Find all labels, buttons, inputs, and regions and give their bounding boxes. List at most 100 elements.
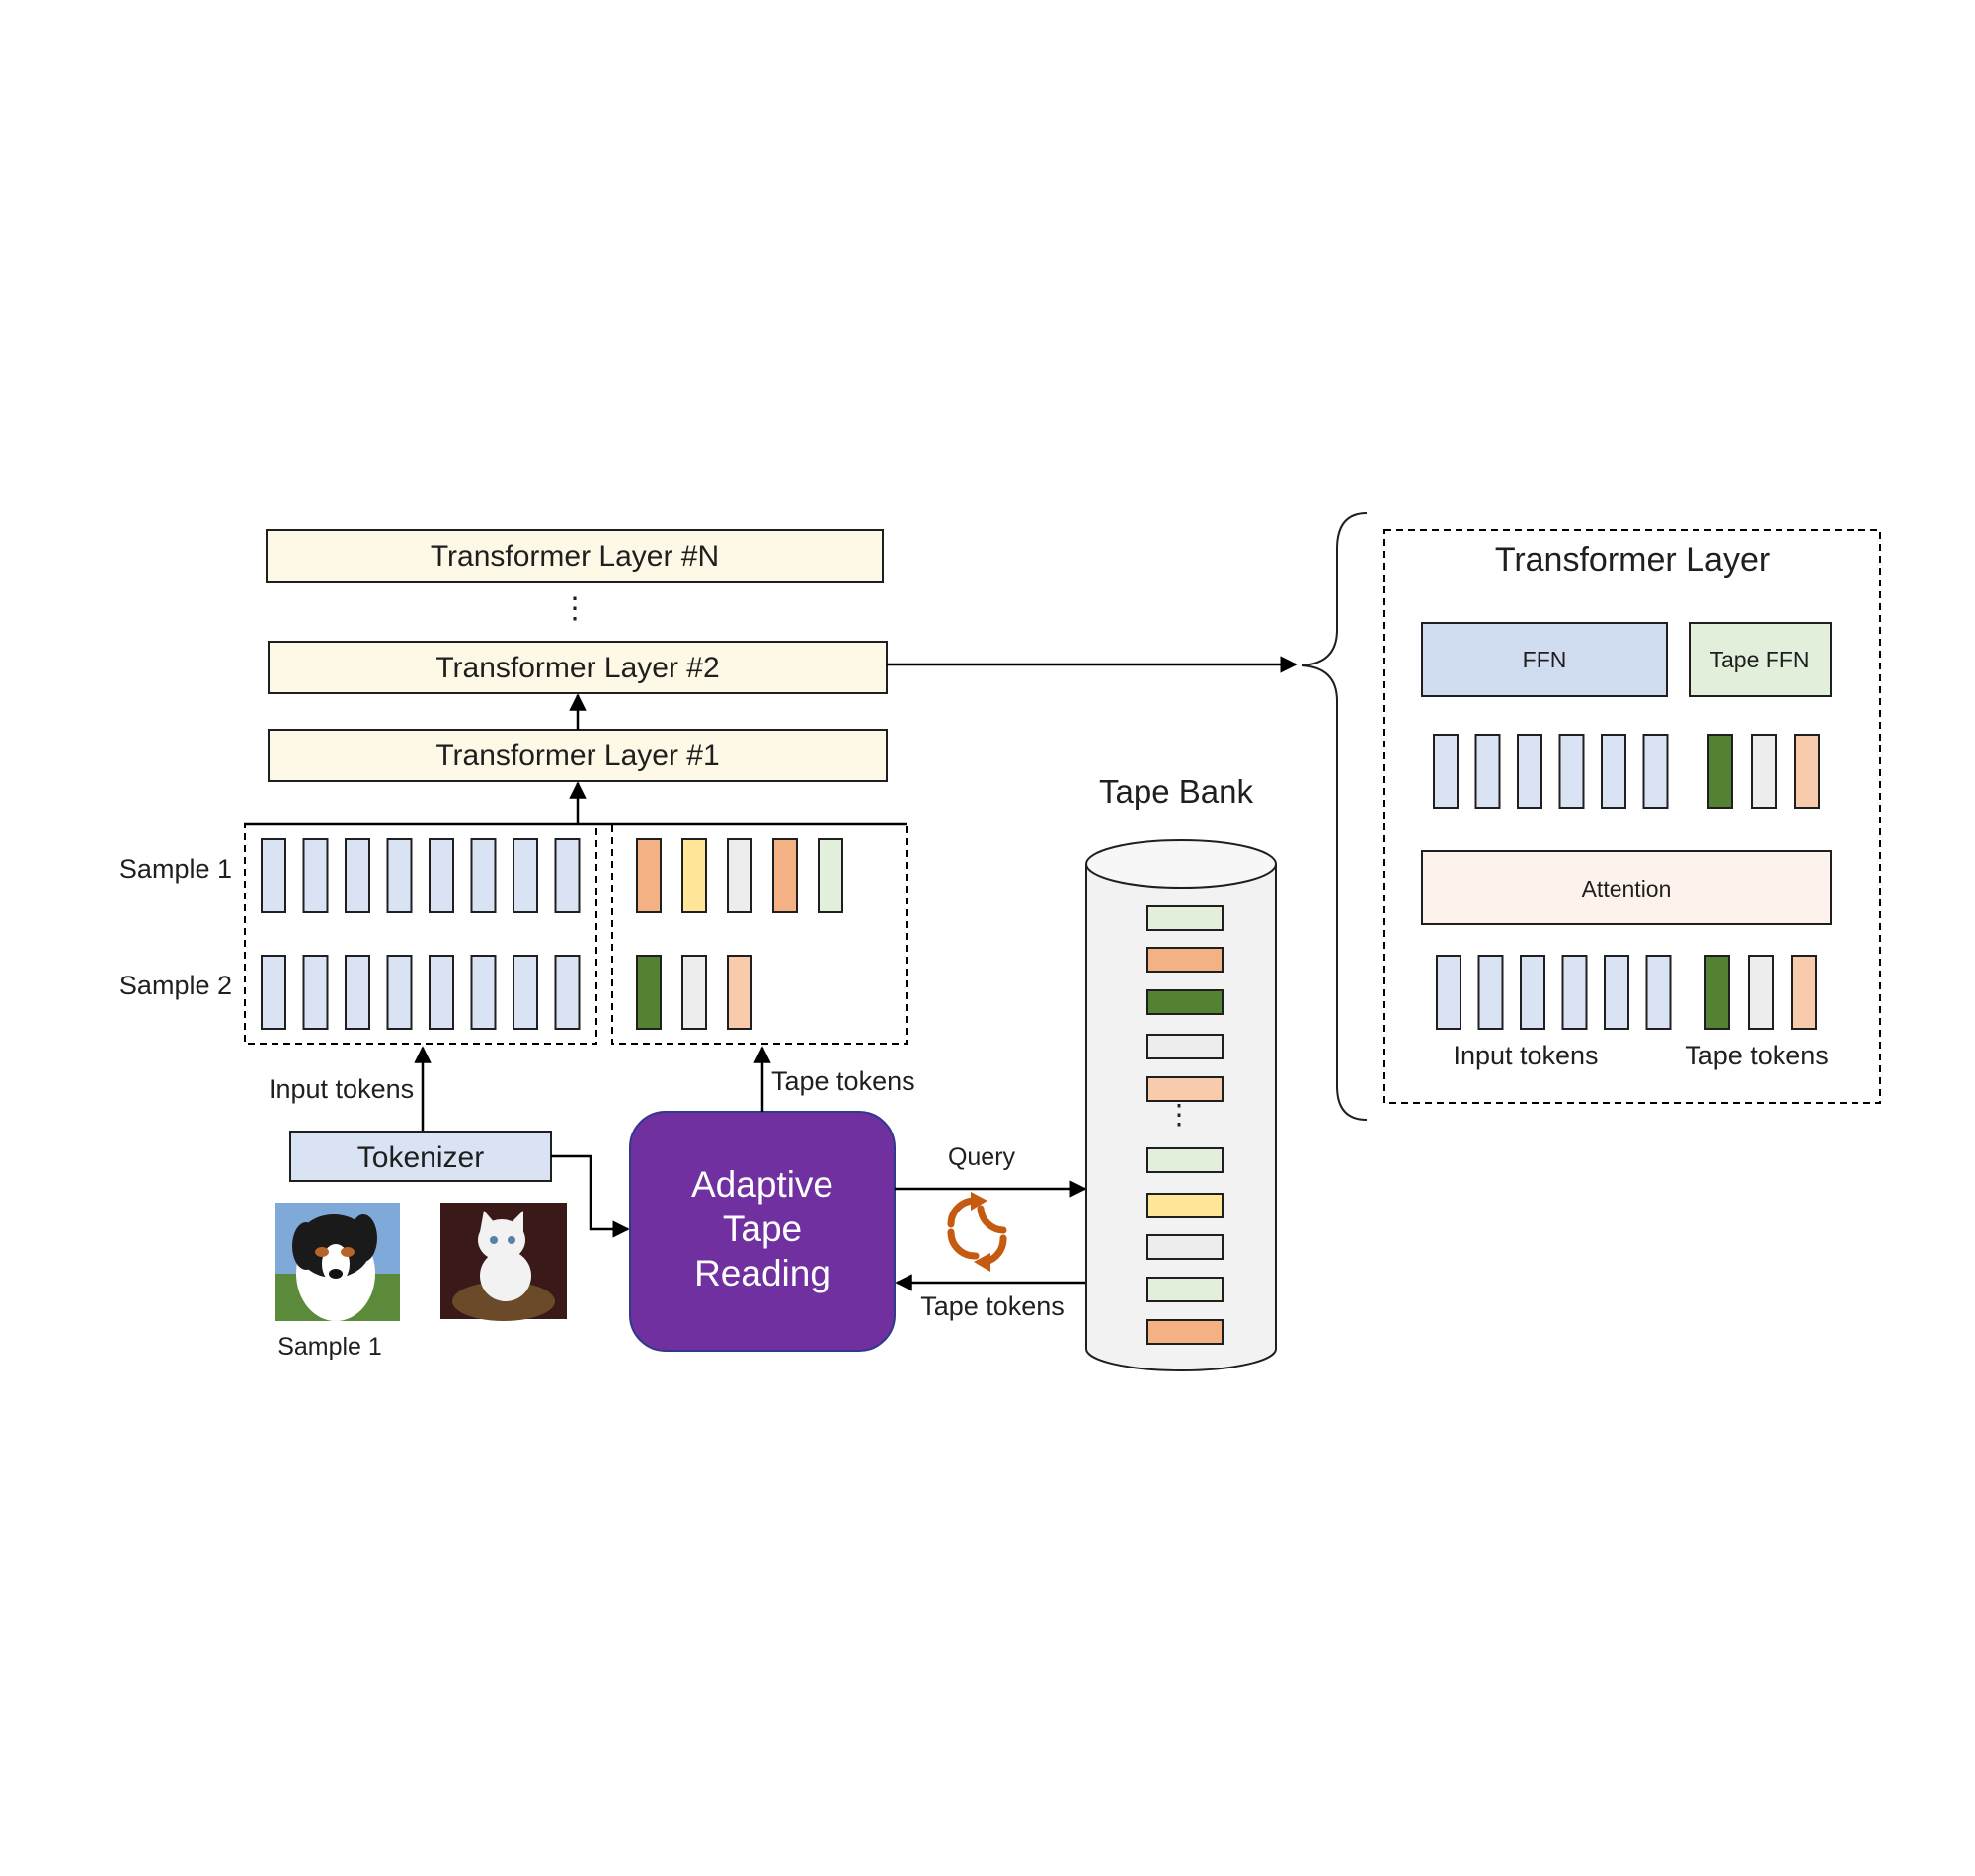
tape-token bbox=[727, 838, 752, 913]
attention-label: Attention bbox=[1582, 876, 1672, 901]
tape-token bbox=[772, 838, 798, 913]
tape-token bbox=[727, 955, 752, 1030]
image-caption: Sample 1 bbox=[277, 1333, 382, 1361]
detail-input-token bbox=[1604, 955, 1629, 1030]
input-token bbox=[513, 838, 538, 913]
detail-tape-tokens-label: Tape tokens bbox=[1685, 1041, 1829, 1070]
tokenizer-box: Tokenizer bbox=[289, 1131, 552, 1182]
query-label: Query bbox=[948, 1143, 1016, 1171]
arrow-tokenizer-to-adaptive bbox=[551, 1154, 630, 1238]
adaptive-line-3: Reading bbox=[694, 1253, 830, 1293]
bank-token bbox=[1146, 989, 1224, 1015]
adaptive-tape-reading-block: Adaptive Tape Reading bbox=[629, 1111, 896, 1352]
input-token bbox=[429, 838, 454, 913]
detail-input-token bbox=[1520, 955, 1545, 1030]
tape-bank-cylinder bbox=[1085, 839, 1277, 1371]
input-tokens-label: Input tokens bbox=[269, 1074, 414, 1104]
bank-token bbox=[1146, 1147, 1224, 1173]
layer-2-label: Transformer Layer #2 bbox=[435, 652, 719, 684]
detail-input-token bbox=[1474, 734, 1501, 809]
bank-token bbox=[1146, 1076, 1224, 1102]
detail-tape-token bbox=[1707, 734, 1733, 809]
input-token bbox=[345, 955, 370, 1030]
kitten-image bbox=[440, 1203, 567, 1321]
transformer-layer-1: Transformer Layer #1 bbox=[268, 729, 888, 782]
detail-input-token bbox=[1558, 734, 1585, 809]
dog-image bbox=[275, 1203, 400, 1321]
input-token bbox=[345, 838, 370, 913]
detail-input-token bbox=[1477, 955, 1504, 1030]
detail-tape-token bbox=[1791, 955, 1817, 1030]
detail-input-tokens-label: Input tokens bbox=[1453, 1041, 1598, 1070]
detail-input-token bbox=[1645, 955, 1672, 1030]
tokenizer-label: Tokenizer bbox=[357, 1141, 484, 1174]
bank-token bbox=[1146, 1193, 1224, 1218]
transformer-layer-n: Transformer Layer #N bbox=[266, 529, 884, 583]
input-token-panel bbox=[244, 823, 597, 1045]
tape-token bbox=[636, 838, 662, 913]
tape-bank-tokens bbox=[1146, 905, 1224, 1345]
tape-bank-title: Tape Bank bbox=[1099, 773, 1253, 810]
sample-2-label: Sample 2 bbox=[119, 971, 232, 1000]
bank-token bbox=[1146, 1234, 1224, 1260]
detail-input-token bbox=[1601, 734, 1626, 809]
sample-1-tape-tokens bbox=[636, 838, 843, 913]
detail-upper-tokens bbox=[1433, 734, 1820, 809]
tape-token-panel bbox=[611, 823, 908, 1045]
sample-2-tape-tokens bbox=[636, 955, 752, 1030]
tape-ffn-label: Tape FFN bbox=[1710, 647, 1810, 672]
transformer-layer-2: Transformer Layer #2 bbox=[268, 641, 888, 694]
sample-1-input-tokens bbox=[261, 838, 581, 913]
detail-input-token bbox=[1561, 955, 1588, 1030]
detail-panel bbox=[1383, 529, 1881, 1104]
bank-token bbox=[1146, 905, 1224, 931]
detail-brace bbox=[1301, 512, 1368, 1121]
input-token bbox=[386, 955, 413, 1030]
tape-tokens-back-label: Tape tokens bbox=[920, 1291, 1065, 1321]
tape-token bbox=[636, 955, 662, 1030]
detail-tape-token bbox=[1794, 734, 1820, 809]
input-token bbox=[429, 955, 454, 1030]
layer-ellipsis: ⋮ bbox=[560, 592, 590, 625]
input-token bbox=[554, 955, 581, 1030]
detail-input-token bbox=[1517, 734, 1542, 809]
detail-input-token bbox=[1433, 734, 1459, 809]
ffn-label: FFN bbox=[1523, 647, 1567, 672]
adaptive-line-2: Tape bbox=[723, 1209, 802, 1249]
input-token bbox=[302, 838, 329, 913]
sample-1-label: Sample 1 bbox=[119, 854, 232, 884]
bank-token bbox=[1146, 947, 1224, 973]
detail-input-token bbox=[1642, 734, 1669, 809]
input-token bbox=[470, 838, 497, 913]
layer-n-label: Transformer Layer #N bbox=[431, 540, 719, 573]
input-token bbox=[302, 955, 329, 1030]
bank-token bbox=[1146, 1034, 1224, 1059]
sample-2-input-tokens bbox=[261, 955, 581, 1030]
ffn-box: FFN bbox=[1421, 622, 1668, 697]
bank-token bbox=[1146, 1277, 1224, 1302]
adaptive-line-1: Adaptive bbox=[691, 1164, 833, 1205]
attention-box: Attention bbox=[1421, 850, 1832, 925]
tape-token bbox=[681, 955, 707, 1030]
tape-ffn-box: Tape FFN bbox=[1689, 622, 1832, 697]
input-token bbox=[261, 838, 286, 913]
input-token bbox=[386, 838, 413, 913]
tape-tokens-up-label: Tape tokens bbox=[771, 1066, 915, 1096]
input-token bbox=[470, 955, 497, 1030]
tape-bank-ellipsis: ⋮ bbox=[1165, 1099, 1193, 1130]
bank-token bbox=[1146, 1319, 1224, 1345]
sync-icon bbox=[947, 1192, 1007, 1272]
detail-input-token bbox=[1436, 955, 1462, 1030]
detail-tape-token bbox=[1748, 955, 1774, 1030]
tape-token bbox=[681, 838, 707, 913]
detail-lower-tokens bbox=[1436, 955, 1817, 1030]
detail-tape-token bbox=[1704, 955, 1730, 1030]
input-token bbox=[513, 955, 538, 1030]
detail-title: Transformer Layer bbox=[1495, 541, 1770, 579]
layer-1-label: Transformer Layer #1 bbox=[435, 740, 719, 772]
input-token bbox=[554, 838, 581, 913]
input-token bbox=[261, 955, 286, 1030]
detail-tape-token bbox=[1751, 734, 1777, 809]
tape-token bbox=[818, 838, 843, 913]
